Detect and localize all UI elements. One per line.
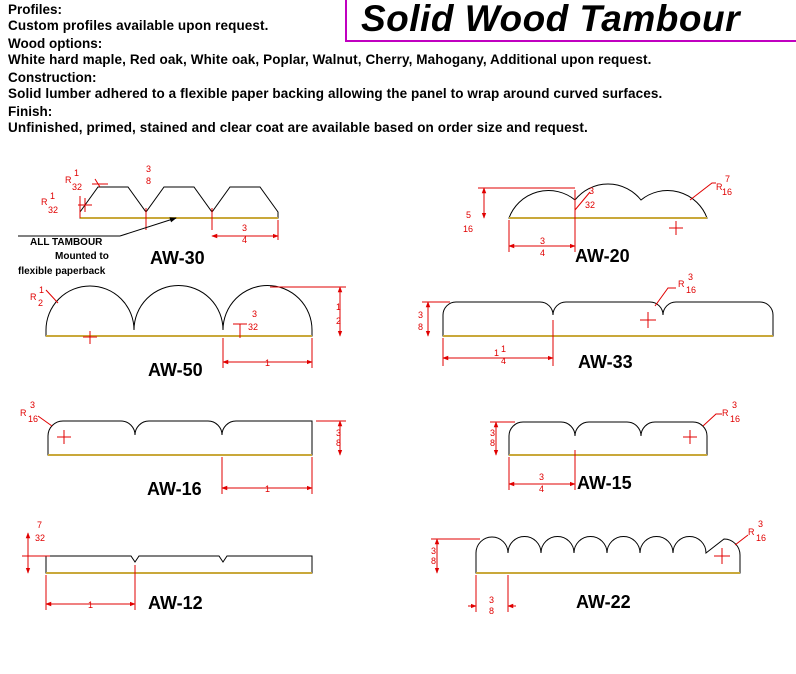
svg-text:1: 1 bbox=[39, 285, 44, 295]
page-title: Solid Wood Tambour bbox=[361, 0, 740, 39]
wood-options-text: White hard maple, Red oak, White oak, Po… bbox=[8, 52, 652, 67]
all-tambour-note: ALL TAMBOUR bbox=[30, 237, 103, 248]
svg-text:16: 16 bbox=[756, 533, 766, 543]
svg-text:1: 1 bbox=[265, 484, 270, 494]
svg-text:3: 3 bbox=[30, 400, 35, 410]
svg-text:8: 8 bbox=[490, 438, 495, 448]
profile-aw-50: R12 332 12 1 AW-50 bbox=[30, 285, 346, 380]
svg-text:4: 4 bbox=[539, 484, 544, 494]
svg-text:R: R bbox=[41, 197, 48, 207]
label-aw-12: AW-12 bbox=[148, 593, 203, 613]
svg-text:16: 16 bbox=[686, 285, 696, 295]
svg-text:3: 3 bbox=[146, 164, 151, 174]
svg-text:7: 7 bbox=[725, 174, 730, 184]
label-aw-30: AW-30 bbox=[150, 248, 205, 268]
svg-text:R: R bbox=[30, 292, 37, 302]
svg-text:8: 8 bbox=[418, 322, 423, 332]
construction-text: Solid lumber adhered to a flexible paper… bbox=[8, 86, 663, 101]
svg-text:3: 3 bbox=[431, 546, 436, 556]
svg-text:R: R bbox=[678, 279, 685, 289]
svg-text:1: 1 bbox=[74, 168, 79, 178]
finish-text: Unfinished, primed, stained and clear co… bbox=[8, 120, 588, 135]
svg-text:8: 8 bbox=[489, 606, 494, 616]
svg-text:1: 1 bbox=[88, 600, 93, 610]
svg-text:3: 3 bbox=[732, 400, 737, 410]
svg-text:R: R bbox=[722, 408, 729, 418]
svg-text:1: 1 bbox=[265, 358, 270, 368]
svg-text:16: 16 bbox=[463, 224, 473, 234]
title-box: Solid Wood Tambour bbox=[345, 0, 796, 42]
svg-text:7: 7 bbox=[37, 520, 42, 530]
svg-text:1: 1 bbox=[336, 302, 341, 312]
svg-text:32: 32 bbox=[248, 322, 258, 332]
svg-text:1: 1 bbox=[494, 348, 499, 358]
svg-text:4: 4 bbox=[540, 248, 545, 258]
construction-heading: Construction: bbox=[8, 70, 97, 85]
svg-text:3: 3 bbox=[418, 310, 423, 320]
svg-text:4: 4 bbox=[242, 235, 247, 245]
svg-text:3: 3 bbox=[589, 186, 594, 196]
tambour-note: ALL TAMBOUR Mounted to flexible paperbac… bbox=[18, 217, 177, 277]
svg-text:3: 3 bbox=[688, 272, 693, 282]
profile-aw-12: 7 32 1 AW-12 bbox=[22, 520, 313, 613]
svg-text:1: 1 bbox=[501, 344, 506, 354]
svg-text:1: 1 bbox=[50, 191, 55, 201]
svg-text:16: 16 bbox=[722, 187, 732, 197]
svg-text:R: R bbox=[65, 175, 72, 185]
svg-text:R: R bbox=[748, 527, 755, 537]
svg-text:3: 3 bbox=[490, 428, 495, 438]
svg-text:3: 3 bbox=[539, 472, 544, 482]
svg-text:R: R bbox=[716, 182, 723, 192]
svg-text:5: 5 bbox=[466, 210, 471, 220]
svg-text:3: 3 bbox=[336, 428, 341, 438]
svg-text:8: 8 bbox=[431, 556, 436, 566]
svg-text:32: 32 bbox=[585, 200, 595, 210]
profile-aw-20: 5 16 3 32 3 4 R7 16 AW-20 bbox=[463, 174, 732, 266]
label-aw-15: AW-15 bbox=[577, 473, 632, 493]
label-aw-33: AW-33 bbox=[578, 352, 633, 372]
svg-text:16: 16 bbox=[28, 414, 38, 424]
svg-text:8: 8 bbox=[336, 438, 341, 448]
svg-text:R: R bbox=[20, 408, 27, 418]
info-block: Profiles: Custom profiles available upon… bbox=[8, 2, 788, 138]
finish-heading: Finish: bbox=[8, 104, 53, 119]
svg-text:4: 4 bbox=[501, 356, 506, 366]
label-aw-22: AW-22 bbox=[576, 592, 631, 612]
svg-text:32: 32 bbox=[72, 182, 82, 192]
label-aw-16: AW-16 bbox=[147, 479, 202, 499]
svg-text:2: 2 bbox=[38, 298, 43, 308]
profiles-heading: Profiles: bbox=[8, 2, 63, 17]
svg-text:3: 3 bbox=[242, 223, 247, 233]
label-aw-50: AW-50 bbox=[148, 360, 203, 380]
svg-text:32: 32 bbox=[35, 533, 45, 543]
svg-text:3: 3 bbox=[758, 519, 763, 529]
svg-text:16: 16 bbox=[730, 414, 740, 424]
svg-text:8: 8 bbox=[146, 176, 151, 186]
profiles-text: Custom profiles available upon request. bbox=[8, 18, 269, 33]
wood-options-heading: Wood options: bbox=[8, 36, 103, 51]
svg-text:3: 3 bbox=[489, 595, 494, 605]
svg-text:3: 3 bbox=[540, 236, 545, 246]
svg-text:3: 3 bbox=[252, 309, 257, 319]
label-aw-20: AW-20 bbox=[575, 246, 630, 266]
svg-text:32: 32 bbox=[48, 205, 58, 215]
mounted-note-2: flexible paperback bbox=[18, 266, 106, 277]
svg-text:2: 2 bbox=[336, 316, 341, 326]
mounted-note-1: Mounted to bbox=[55, 251, 109, 262]
